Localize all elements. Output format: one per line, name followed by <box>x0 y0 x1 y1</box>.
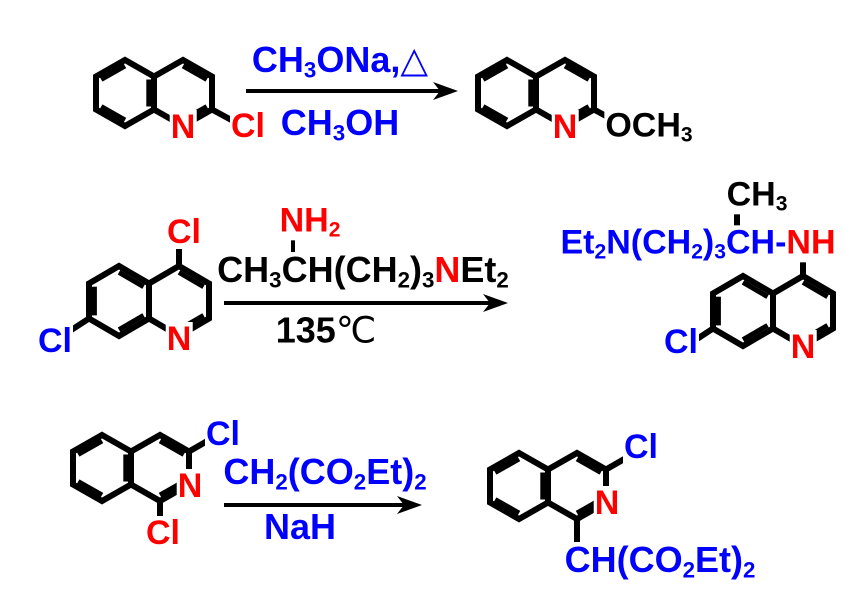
benzene-ring-outline <box>70 431 134 505</box>
double-bond <box>158 438 186 457</box>
double-bond <box>563 63 591 82</box>
r3-product-ester-formula: CH(CO2Et)2 <box>563 539 757 583</box>
r3-product-cl-label: Cl <box>623 428 659 466</box>
r1-reactant-n-label: N <box>169 108 197 146</box>
r2-amine-formula: CH3CH(CH2)3NEt2 <box>216 249 510 293</box>
r3-reactant-n-label: N <box>176 467 204 505</box>
benzene-ring-outline <box>86 262 152 340</box>
r2-temperature-label: 135℃ <box>274 309 378 352</box>
benzene-ring-outline <box>93 56 157 130</box>
r3-conditions-below: NaH <box>262 506 338 547</box>
reaction-arrow-3 <box>224 496 422 514</box>
arrow-head <box>483 294 508 312</box>
benzene-ring-outline <box>487 449 551 523</box>
r2-reactant-n-label: N <box>165 320 193 358</box>
double-bond <box>481 63 509 82</box>
double-bond <box>801 280 829 299</box>
r3-conditions-above: CH2(CO2Et)2 <box>222 451 428 495</box>
double-bond <box>493 497 521 516</box>
r2-product-ch3-label: CH3 <box>725 175 789 216</box>
double-bond <box>76 438 104 457</box>
r3-reactant-cl3-label: Cl <box>205 415 241 453</box>
double-bond <box>99 104 127 123</box>
double-bond <box>575 456 603 475</box>
double-bond <box>741 280 769 299</box>
benzene-ring-outline <box>710 272 776 350</box>
reaction-arrow-1 <box>246 82 458 100</box>
r1-conditions-above: CH3ONa,△ <box>250 39 430 83</box>
arrow-head <box>433 82 458 100</box>
r2-amine-nh2-label: NH2 <box>278 201 342 242</box>
double-bond <box>99 63 127 82</box>
pyridine-ring-outline <box>129 431 192 505</box>
double-bond <box>177 270 205 289</box>
r2-product-chain-formula: Et2N(CH2)3CH-NH <box>559 223 837 264</box>
double-bond <box>117 313 145 332</box>
r3-reactant-cl1-label: Cl <box>145 514 181 552</box>
r2-reactant-cl7-label: Cl <box>37 322 73 360</box>
double-bond <box>481 104 509 123</box>
r2-product-n-label: N <box>789 328 817 366</box>
bond-to-cl3 <box>604 455 628 473</box>
temperature-unit: ℃ <box>335 310 377 352</box>
r2-product-cl-label: Cl <box>663 323 699 361</box>
double-bond <box>117 270 145 289</box>
r1-product-och3-label: OCH3 <box>604 106 694 147</box>
arrow-head <box>397 496 422 514</box>
benzene-ring-outline <box>475 56 539 130</box>
double-bond <box>741 323 769 342</box>
r1-reactant-cl-label: Cl <box>230 107 266 145</box>
r2-reactant-cl4-label: Cl <box>166 213 202 251</box>
product-1-structure <box>475 56 618 130</box>
r3-product-n-label: N <box>593 484 621 522</box>
r1-conditions-below: CH3OH <box>279 102 401 146</box>
double-bond <box>76 479 104 498</box>
double-bond <box>181 63 209 82</box>
double-bond <box>493 456 521 475</box>
temperature-value: 135 <box>275 309 336 351</box>
r1-product-n-label: N <box>551 108 579 146</box>
reactant-1-structure <box>93 56 238 130</box>
